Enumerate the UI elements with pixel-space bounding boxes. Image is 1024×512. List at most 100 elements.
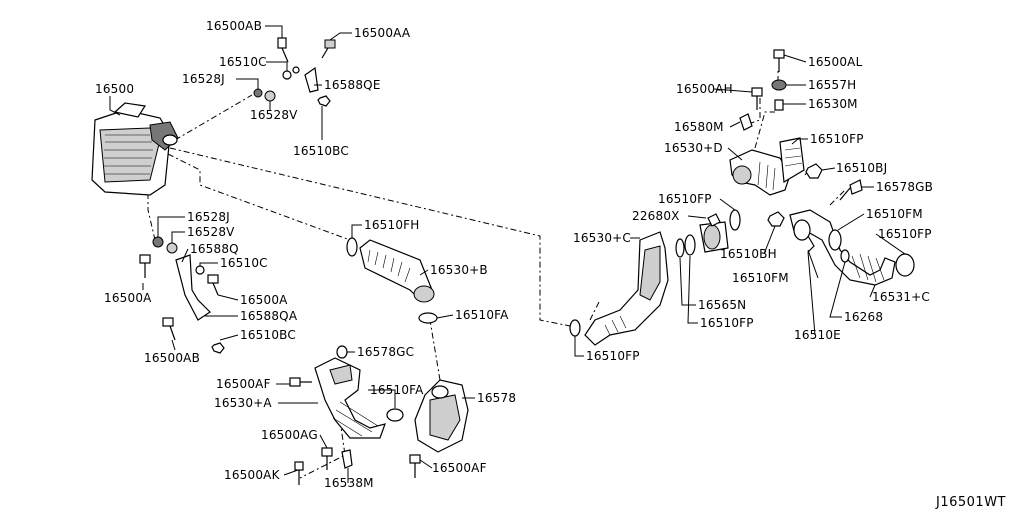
label-16528J-mid: 16528J — [187, 210, 230, 224]
clip-16578GC[interactable] — [336, 345, 348, 359]
label-16510FP-mid: 16510FP — [658, 192, 712, 206]
nut-16510BC-bot[interactable] — [211, 342, 225, 354]
clamp-16510FP-right[interactable] — [895, 253, 915, 277]
label-16510FA-low: 16510FA — [370, 383, 424, 397]
clamp-16510FA-low[interactable] — [386, 408, 404, 422]
label-16500: 16500 — [95, 82, 134, 96]
bolt-16500AL[interactable] — [773, 49, 785, 59]
air-cleaner-16500[interactable] — [91, 102, 179, 196]
label-16510FM-right: 16510FM — [866, 207, 923, 221]
fastener-group-top[interactable] — [253, 37, 336, 107]
label-16500AB-bot: 16500AB — [144, 351, 200, 365]
air-duct-16531C[interactable] — [767, 209, 915, 286]
bolt-16500AK[interactable] — [294, 461, 304, 471]
label-16578: 16578 — [477, 391, 516, 405]
nut-16510BH[interactable] — [767, 211, 785, 227]
resonator-16578[interactable] — [414, 379, 469, 453]
air-duct-16530C[interactable] — [569, 231, 669, 346]
grommet-16528J-mid[interactable] — [152, 236, 164, 248]
bracket-16588QE[interactable] — [304, 66, 319, 93]
fastener-group-left[interactable] — [139, 236, 225, 354]
clamp-16510FP-bottom[interactable] — [569, 319, 581, 337]
label-16578GB: 16578GB — [876, 180, 933, 194]
bracket-16580M[interactable] — [739, 113, 753, 131]
label-16530C: 16530+C — [573, 231, 631, 245]
fastener-group-bottom[interactable] — [289, 377, 421, 485]
label-16500AF-left: 16500AF — [216, 377, 271, 391]
label-16500AB-top: 16500AB — [206, 19, 262, 33]
hose-16510FM-mid[interactable] — [793, 219, 811, 241]
label-16510FP-right: 16510FP — [878, 227, 932, 241]
label-16510E: 16510E — [794, 328, 841, 342]
leader-lines — [109, 25, 906, 483]
bolt-16500AG[interactable] — [321, 447, 333, 457]
label-16528V-top: 16528V — [250, 108, 298, 122]
label-16510BH: 16510BH — [720, 247, 777, 261]
label-16580M: 16580M — [674, 120, 724, 134]
bolt-16500AB-top[interactable] — [277, 37, 287, 49]
label-16510FH: 16510FH — [364, 218, 420, 232]
label-16565N: 16565N — [698, 298, 746, 312]
grommet-16528V-mid[interactable] — [166, 242, 178, 254]
label-16510BC-bot: 16510BC — [240, 328, 296, 342]
label-16588Q: 16588Q — [190, 242, 239, 256]
label-16578GC: 16578GC — [357, 345, 414, 359]
label-16268: 16268 — [844, 310, 883, 324]
grommet-16557H[interactable] — [771, 79, 787, 91]
hose-16578GB[interactable] — [839, 179, 863, 201]
air-duct-16530D[interactable] — [729, 137, 823, 196]
label-16510FM-mid: 16510FM — [732, 271, 789, 285]
bolt-16500A-left[interactable] — [139, 254, 151, 264]
label-16510C-top: 16510C — [219, 55, 267, 69]
label-16510BC-top: 16510BC — [293, 144, 349, 158]
part-number-labels: 16500AB 16500AA 16510C 16528J 16588QE 16… — [95, 19, 1005, 510]
bolt-16500AF-left[interactable] — [289, 377, 301, 387]
seal-16565N[interactable] — [675, 238, 685, 258]
nut-16510BJ[interactable] — [805, 163, 823, 179]
label-16510C-mid: 16510C — [220, 256, 268, 270]
label-16510FP-low: 16510FP — [700, 316, 754, 330]
clamp-16510FA-mid[interactable] — [418, 312, 438, 324]
bolt-16500AB-bot[interactable] — [162, 317, 174, 327]
label-16528V-mid: 16528V — [187, 225, 235, 239]
label-16588QA: 16588QA — [240, 309, 298, 323]
resonator-16530A[interactable] — [314, 345, 404, 439]
label-16530M: 16530M — [808, 97, 858, 111]
air-duct-16530B[interactable] — [346, 237, 438, 324]
washer-16510C-mid[interactable] — [195, 265, 205, 275]
bolt-16500AF-right[interactable] — [409, 454, 421, 464]
seal-16268[interactable] — [840, 249, 850, 263]
label-16500A-right: 16500A — [240, 293, 288, 307]
washer-16510C-top[interactable] — [282, 70, 292, 80]
label-16530B: 16530+B — [430, 263, 488, 277]
grommet-16528V-top[interactable] — [264, 90, 276, 102]
clamp-16510FP-low[interactable] — [684, 234, 696, 256]
clamp-16510FP-top[interactable] — [779, 137, 805, 184]
label-16557H: 16557H — [808, 78, 856, 92]
mass-airflow-sensor-22680X[interactable] — [675, 209, 741, 258]
nut-16510BC-top[interactable] — [317, 95, 331, 107]
label-16510FP-bottom: 16510FP — [586, 349, 640, 363]
clamp-16510E[interactable] — [807, 235, 815, 253]
label-16500AG: 16500AG — [261, 428, 318, 442]
label-16500AK: 16500AK — [224, 468, 281, 482]
bolt-16500AH[interactable] — [751, 87, 763, 97]
bracket-16588Q[interactable] — [175, 254, 211, 321]
bolt-16500AA[interactable] — [324, 39, 336, 49]
label-16530D: 16530+D — [664, 141, 723, 155]
assembly-dashed-lines — [147, 70, 846, 479]
clamp-16510FH[interactable] — [346, 237, 358, 257]
clip-16538M[interactable] — [341, 449, 353, 469]
bolt-16500A-right[interactable] — [207, 274, 219, 284]
label-16500AH: 16500AH — [676, 82, 733, 96]
label-22680X: 22680X — [632, 209, 680, 223]
hose-16510FM-right[interactable] — [828, 229, 842, 251]
label-16588QE: 16588QE — [324, 78, 381, 92]
clamp-16510FP-mid[interactable] — [729, 209, 741, 231]
label-16500AF-right: 16500AF — [432, 461, 487, 475]
grommet-16528J-top[interactable] — [253, 88, 263, 98]
collar-16530M[interactable] — [774, 99, 784, 111]
label-16510FP-top: 16510FP — [810, 132, 864, 146]
